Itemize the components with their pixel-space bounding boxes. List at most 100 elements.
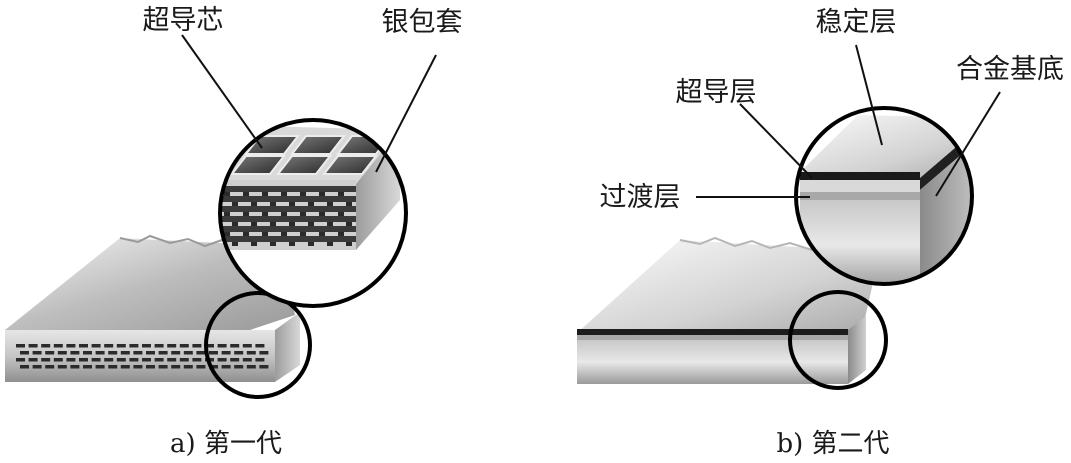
label-stabilizer-layer: 稳定层 [816, 7, 897, 38]
filament-dash [230, 344, 240, 348]
filament-link [319, 212, 325, 216]
filament-link [270, 242, 276, 246]
filament-link [232, 202, 238, 206]
caption-b: b) 第二代 [776, 429, 889, 459]
filament-dash [255, 344, 265, 348]
tape-b-body [577, 236, 880, 384]
filament-layer [220, 186, 356, 192]
filament-dash [120, 351, 130, 355]
filament-dash [192, 344, 202, 348]
filament-dash [129, 358, 139, 362]
filament-link [232, 222, 238, 226]
filament-dash [45, 365, 55, 369]
filament-link [232, 242, 238, 246]
filament-dash [221, 365, 231, 369]
filament-link [319, 192, 325, 196]
filament-dash [154, 344, 164, 348]
magnifier-ring-large-a [218, 118, 408, 308]
label-superconducting-layer: 超导层 [676, 77, 757, 108]
filament-dash [20, 351, 29, 355]
label-buffer-layer: 过渡层 [600, 182, 681, 213]
filament-link [224, 212, 230, 216]
filament-dash [83, 351, 92, 355]
core-filament-stack [220, 186, 356, 246]
panel-a-first-generation: 超导芯 银包套 a) 第一代 [5, 5, 463, 459]
filament-link [300, 232, 306, 236]
filament-dash [32, 351, 42, 355]
filament-dash [171, 351, 181, 355]
leader-silver-sheath [375, 54, 437, 173]
filament-layer [220, 196, 356, 202]
filament-dash [179, 344, 189, 348]
filament-dash [154, 358, 164, 362]
filament-dash [158, 365, 168, 369]
filament-dash [205, 344, 214, 348]
filament-dash [70, 351, 80, 355]
filament-dash [246, 351, 256, 355]
filament-link [327, 222, 333, 226]
filament-dash [259, 365, 269, 369]
panel-b-second-generation: 稳定层 合金基底 超导层 过渡层 b) 第二代 [577, 7, 1064, 459]
magnified-view-b [794, 106, 974, 286]
filament-link [338, 192, 344, 196]
filament-dash [91, 358, 101, 362]
filament-link [243, 232, 249, 236]
filament-dash [104, 358, 114, 362]
filament-dash [28, 344, 38, 348]
filament-dash [209, 365, 218, 369]
core-cell [289, 135, 347, 155]
filament-dash [196, 351, 206, 355]
filament-layer [220, 226, 356, 232]
filament-dash [83, 365, 92, 369]
core-cell [275, 155, 333, 175]
filament-dash [158, 351, 168, 355]
filament-dash [16, 358, 25, 362]
filament-dash [66, 358, 76, 362]
filament-dash [230, 358, 240, 362]
filament-dash [133, 351, 143, 355]
filament-dash [242, 358, 252, 362]
filament-link [338, 212, 344, 216]
leader-superconducting-core [181, 34, 263, 149]
filament-dash [167, 358, 177, 362]
filament-dash [192, 358, 202, 362]
filament-dash [234, 365, 244, 369]
filament-link [224, 232, 230, 236]
core-cell [321, 155, 379, 175]
filament-link [251, 242, 257, 246]
filament-dash [79, 344, 88, 348]
tape-b-front-face [577, 340, 848, 384]
filament-dash [217, 358, 227, 362]
filament-link [262, 232, 268, 236]
filament-link [346, 222, 352, 226]
label-alloy-substrate: 合金基底 [956, 54, 1064, 85]
leader-superconducting-layer [739, 103, 813, 179]
filament-dash [108, 351, 118, 355]
leader-alloy-substrate [935, 91, 1001, 197]
filament-dash [41, 358, 51, 362]
filament-dash [91, 344, 101, 348]
alloy-substrate-side [920, 130, 972, 284]
filament-dash [108, 365, 118, 369]
filament-dash [104, 344, 114, 348]
filament-link [308, 222, 314, 226]
filament-dash [57, 365, 67, 369]
filament-layer [220, 216, 356, 222]
filament-link [251, 222, 257, 226]
leader-stabilizer-layer [855, 44, 883, 146]
filament-layer [220, 206, 356, 212]
filament-link [281, 192, 287, 196]
filament-dash [53, 344, 63, 348]
filament-dash [16, 344, 25, 348]
filament-dash [179, 358, 189, 362]
filament-link [327, 202, 333, 206]
filament-dash [242, 344, 252, 348]
filament-link [338, 232, 344, 236]
filament-dash [32, 365, 42, 369]
tape-b-superconducting-stripe [577, 329, 848, 335]
filament-link [346, 242, 352, 246]
filament-link [281, 232, 287, 236]
magnifier-ring-small-a [204, 291, 312, 399]
stabilizer-edge [920, 118, 972, 190]
